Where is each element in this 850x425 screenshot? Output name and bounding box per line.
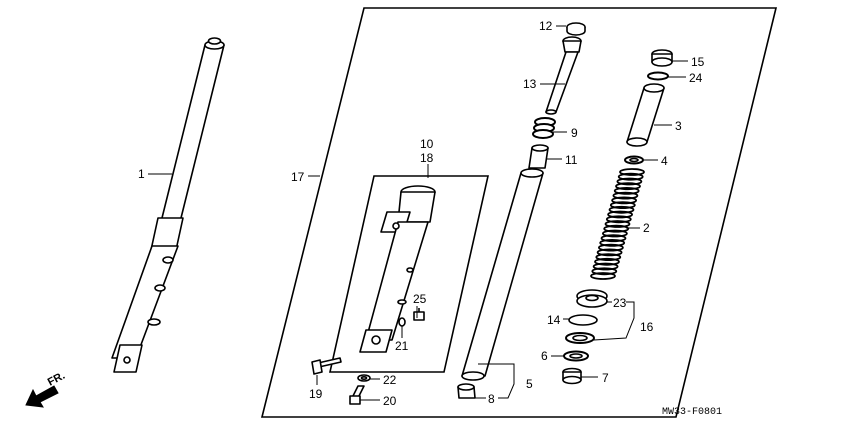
diagram-code: MW33-F0801 — [662, 407, 722, 418]
part-12-cap — [566, 22, 586, 36]
spring-coil — [615, 182, 641, 191]
callout-22: 22 — [383, 373, 397, 387]
callout-15: 15 — [691, 55, 705, 69]
front-direction-arrow-icon — [25, 385, 59, 408]
callout-25: 25 — [413, 292, 427, 306]
callout-1: 1 — [138, 167, 145, 181]
part-10-fork-slider — [359, 185, 436, 353]
callout-14: 14 — [547, 313, 561, 327]
callout-2: 2 — [643, 221, 650, 235]
spring-coil — [611, 196, 637, 205]
part-2-fork-spring — [590, 168, 645, 280]
spring-coil — [604, 220, 631, 228]
callout-4: 4 — [661, 154, 668, 168]
callout-24: 24 — [689, 71, 703, 85]
callout-17: 17 — [291, 170, 305, 184]
spring-coil — [619, 168, 645, 176]
spring-coil — [595, 253, 622, 262]
callout-11: 11 — [565, 153, 578, 167]
direction-label: FR. — [46, 370, 67, 389]
spring-coil — [603, 224, 630, 233]
fork-slider-frame — [329, 175, 489, 373]
callout-3: 3 — [675, 119, 682, 133]
spring-coil — [592, 262, 619, 271]
spring-coil — [602, 229, 628, 238]
part-24-o-ring — [647, 71, 669, 81]
fork-assembly-1 — [111, 37, 225, 373]
callout-23: 23 — [613, 296, 627, 310]
leader-lines — [148, 25, 688, 401]
callout-12: 12 — [539, 19, 553, 33]
callout-16: 16 — [640, 320, 654, 334]
spring-coil — [596, 248, 623, 257]
spring-coil — [591, 267, 618, 276]
callout-10: 10 — [420, 137, 434, 151]
part-7-slider-bushing — [562, 367, 582, 385]
callout-5: 5 — [526, 377, 533, 391]
part-6-guide-bushing — [563, 350, 589, 362]
callout-20: 20 — [383, 394, 397, 408]
callout-6: 6 — [541, 349, 548, 363]
spring-coil — [617, 172, 644, 181]
spring-coil — [612, 191, 639, 200]
part-21-washer — [398, 317, 406, 327]
spring-coil — [609, 201, 636, 210]
part-19-socket-bolt — [311, 357, 342, 375]
callout-18: 18 — [420, 151, 434, 165]
part-20-drain-bolt — [349, 385, 365, 405]
spring-coil — [599, 238, 626, 247]
part-4-washer — [624, 155, 644, 165]
part-22-sealing-washer — [357, 374, 371, 382]
spring-coil — [608, 205, 635, 214]
spring-coil — [616, 177, 643, 186]
part-23-oil-seal — [576, 289, 608, 308]
part-15-fork-bolt — [651, 49, 673, 67]
callout-19: 19 — [309, 387, 323, 401]
part-3-spacer — [626, 83, 665, 147]
assembly-frame-17 — [260, 7, 778, 418]
spring-coil — [598, 243, 624, 252]
spring-coil — [594, 257, 620, 266]
part-11-oil-lock-piece — [528, 144, 549, 169]
spring-coil — [613, 186, 640, 195]
callout-21: 21 — [395, 339, 409, 353]
part-5-inner-tube — [461, 168, 544, 381]
callout-8: 8 — [488, 392, 495, 406]
part-14-snap-ring — [568, 314, 598, 326]
part-13-damper-rod — [545, 36, 582, 115]
callout-7: 7 — [602, 371, 609, 385]
callout-13: 13 — [523, 77, 537, 91]
spring-coil — [600, 234, 627, 243]
part-25-bolt — [413, 308, 425, 321]
part-16-back-up-ring — [565, 332, 595, 344]
part-8-bushing — [457, 383, 476, 399]
spring-coil — [607, 210, 633, 219]
spring-coil — [590, 272, 616, 280]
part-9-rebound-spring — [532, 117, 556, 139]
callout-9: 9 — [571, 126, 578, 140]
spring-coil — [605, 215, 632, 224]
